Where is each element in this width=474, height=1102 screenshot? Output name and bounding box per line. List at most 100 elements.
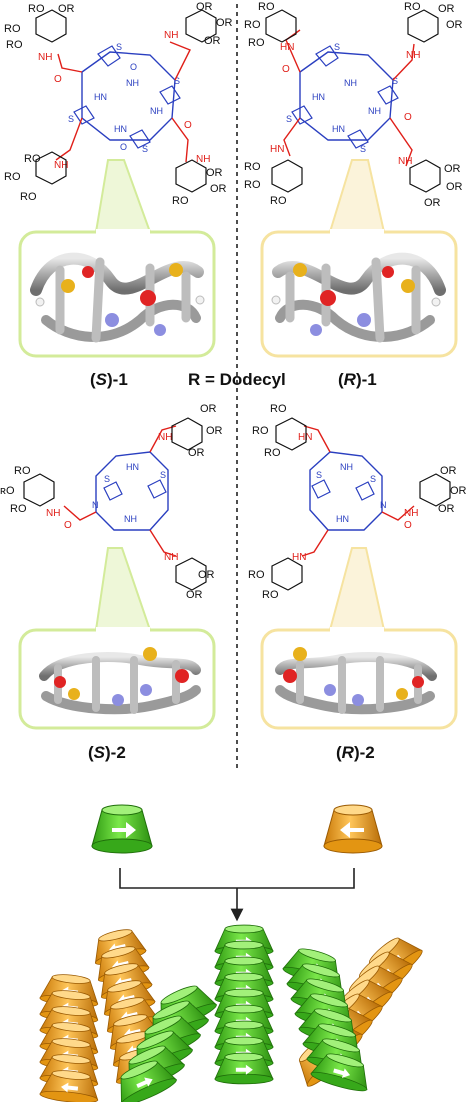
label-r2: (R)-2: [336, 743, 375, 762]
s1-or-2: OR: [196, 1, 213, 13]
s1-o-2: O: [120, 142, 127, 152]
r1-s-atom-3: S: [286, 114, 292, 124]
stacked-green-cone: [120, 1060, 178, 1102]
r2-n-1: N: [380, 500, 387, 510]
s1-nh-4: HN: [114, 124, 127, 134]
s1-ro-6: RO: [20, 191, 37, 203]
r1-linker-o-2: O: [404, 112, 412, 123]
orange-cone-icon: [323, 804, 383, 854]
r1-linker-o-1: O: [282, 64, 290, 75]
r1-linker-nh-1: HN: [280, 42, 294, 53]
s1-o-1: O: [130, 62, 137, 72]
s2-n-1: N: [92, 500, 99, 510]
r1-linker-nh-4: NH: [398, 156, 412, 167]
stacked-orange-cone: [39, 1070, 99, 1102]
r1-or-1: OR: [438, 3, 455, 15]
s1-linker-nh-2: NH: [164, 30, 178, 41]
s2-linker-o-1: O: [64, 520, 72, 531]
r1-ro-5: RO: [244, 161, 261, 173]
s1-ro-5: RO: [4, 171, 21, 183]
r2-or-2: OR: [450, 485, 467, 497]
label-s1: (S)-1: [90, 370, 128, 389]
s1-ro-2: RO: [4, 23, 21, 35]
r2-ro-4: RO: [248, 569, 265, 581]
s1-linker-nh-4: NH: [196, 154, 210, 165]
label-s2: (S)-2: [88, 743, 126, 762]
s1-s-atom-3: S: [68, 114, 74, 124]
s1-or-1: OR: [58, 3, 75, 15]
s1-nh-2: HN: [94, 92, 107, 102]
s1-or-4: OR: [204, 35, 221, 47]
s2-s-atom-1: S: [104, 474, 110, 484]
s2-linker-nh-2: NH: [46, 508, 60, 519]
s1-ro-7: RO: [172, 195, 189, 207]
s2-ro-2: ʀO: [0, 485, 15, 497]
r2-ro-1: RO: [270, 403, 287, 415]
structure-r1: S S S S NH HN NH HN HN NH HN NH O O RO R…: [244, 1, 463, 209]
r2-s-atom-2: S: [370, 474, 376, 484]
s2-nh-2: NH: [124, 514, 137, 524]
s2-linker-nh-1: NH: [158, 432, 172, 443]
r2-s-atom-1: S: [316, 470, 322, 480]
s1-or-3: OR: [216, 17, 233, 29]
s2-or-1: OR: [200, 403, 217, 415]
r2-3d-model: [275, 647, 437, 715]
s2-s-atom-2: S: [160, 470, 166, 480]
s1-ro-3: RO: [6, 39, 23, 51]
helix-stack-icon: [39, 924, 423, 1102]
s2-linker-nh-3: NH: [164, 552, 178, 563]
label-r-definition: R = Dodecyl: [188, 370, 286, 389]
s2-ro-1: RO: [14, 465, 31, 477]
s2-or-5: OR: [186, 589, 203, 601]
r1-ro-2: RO: [244, 19, 261, 31]
s2-or-4: OR: [198, 569, 215, 581]
r1-s-atom-4: S: [360, 144, 366, 154]
r2-or-1: OR: [440, 465, 457, 477]
s1-s-atom-1: S: [116, 42, 122, 52]
r1-s-atom-2: S: [392, 76, 398, 86]
structure-s1: S S S S NH HN NH HN O O NH NH NH NH O O …: [4, 1, 233, 207]
r1-nh-1: NH: [344, 78, 357, 88]
r1-nh-2: HN: [312, 92, 325, 102]
label-r1: (R)-1: [338, 370, 377, 389]
r2-ro-3: RO: [264, 447, 281, 459]
r1-ro-6: RO: [244, 179, 261, 191]
s2-nh-1: HN: [126, 462, 139, 472]
stacked-green-cone: [214, 1052, 274, 1085]
s1-linker-nh-1: NH: [38, 52, 52, 63]
s1-ro-4: RO: [24, 153, 41, 165]
s1-or-6: OR: [210, 183, 227, 195]
s1-nh-3: NH: [150, 106, 163, 116]
r2-or-3: OR: [438, 503, 455, 515]
r1-or-4: OR: [446, 181, 463, 193]
r2-linker-o-1: O: [404, 520, 412, 531]
arrow-down-icon: [119, 868, 355, 922]
r1-nh-4: HN: [332, 124, 345, 134]
r1-linker-nh-3: HN: [270, 144, 284, 155]
s1-linker-nh-3: NH: [54, 160, 68, 171]
r1-linker-nh-2: NH: [406, 50, 420, 61]
s1-nh-1: NH: [126, 78, 139, 88]
s1-s-atom-4: S: [142, 144, 148, 154]
r2-ro-5: RO: [262, 589, 279, 601]
r1-or-2: OR: [446, 19, 463, 31]
s2-ro-3: RO: [10, 503, 27, 515]
s2-3d-model: [39, 647, 201, 715]
r2-linker-nh-1: HN: [298, 432, 312, 443]
stacked-green-cone: [310, 1053, 368, 1092]
r2-linker-nh-2: NH: [404, 508, 418, 519]
r1-s-atom-1: S: [334, 42, 340, 52]
r1-nh-3: NH: [368, 106, 381, 116]
structure-r2: S S NH HN N HN NH HN O RO RO RO OR OR OR…: [248, 403, 467, 601]
s1-linker-o-2: O: [184, 120, 192, 131]
s1-s-atom-2: S: [174, 76, 180, 86]
s1-linker-o-1: O: [54, 74, 62, 85]
r1-ro-7: RO: [270, 195, 287, 207]
green-cone-icon: [91, 804, 153, 854]
r1-ro-4: RO: [404, 1, 421, 13]
s1-ro-1: RO: [28, 3, 45, 15]
s2-or-3: OR: [188, 447, 205, 459]
r2-ro-2: RO: [252, 425, 269, 437]
r1-or-3: OR: [444, 163, 461, 175]
